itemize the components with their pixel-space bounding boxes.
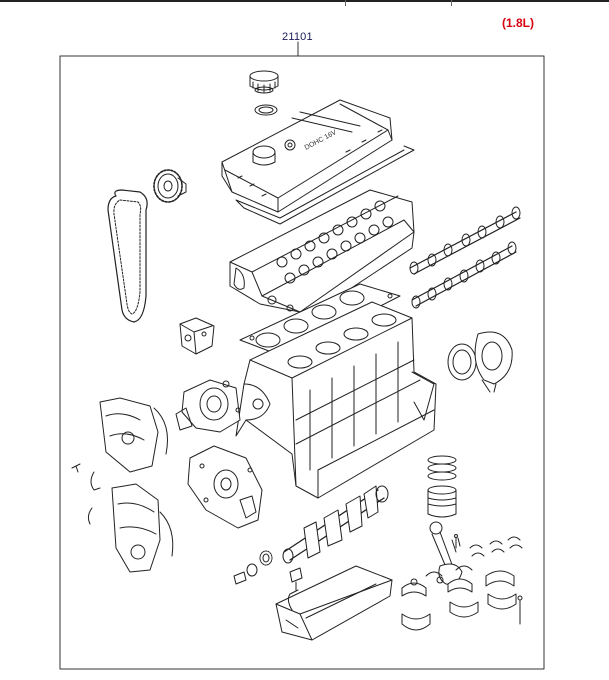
- top-tick-left: [345, 0, 346, 6]
- head-gasket[interactable]: [239, 283, 401, 357]
- exhaust-camshaft[interactable]: [411, 241, 517, 309]
- oil-filler-cap[interactable]: [249, 70, 279, 94]
- cylinder-block[interactable]: [235, 301, 437, 499]
- timing-cover-lower[interactable]: [111, 483, 174, 573]
- oil-pan[interactable]: [275, 565, 393, 641]
- engine-mount-bracket[interactable]: [179, 317, 215, 355]
- engine-spec-label: (1.8L): [502, 16, 535, 30]
- diagram-frame: [59, 41, 545, 670]
- filler-cap-gasket: [254, 104, 278, 116]
- crank-sprocket[interactable]: [259, 550, 273, 566]
- water-pump[interactable]: [175, 379, 241, 433]
- cylinder-head-cover[interactable]: DOHC 16V: [221, 99, 415, 225]
- small-seals: [233, 563, 258, 585]
- crankshaft[interactable]: [282, 485, 389, 564]
- rod-bearings[interactable]: [425, 536, 523, 577]
- timing-belt[interactable]: [107, 189, 148, 323]
- connecting-rod[interactable]: [429, 521, 463, 585]
- timing-cover-upper[interactable]: [99, 397, 168, 473]
- top-border: [0, 0, 609, 2]
- rear-oil-seal[interactable]: [447, 343, 477, 381]
- piston-rings[interactable]: [427, 455, 457, 481]
- seal-retainer[interactable]: [474, 331, 513, 393]
- cam-sprocket[interactable]: [153, 169, 187, 203]
- intake-camshaft[interactable]: [409, 206, 521, 275]
- bolts: [454, 534, 523, 625]
- top-tick-right: [451, 0, 452, 6]
- part-number-label[interactable]: 21101: [282, 31, 313, 43]
- oil-pump[interactable]: [187, 445, 263, 529]
- main-bearings[interactable]: [401, 570, 517, 631]
- piston[interactable]: [427, 485, 457, 518]
- drain-plug: [289, 567, 303, 591]
- valve-spring-row: [276, 200, 394, 284]
- cover-small-parts: [71, 463, 101, 525]
